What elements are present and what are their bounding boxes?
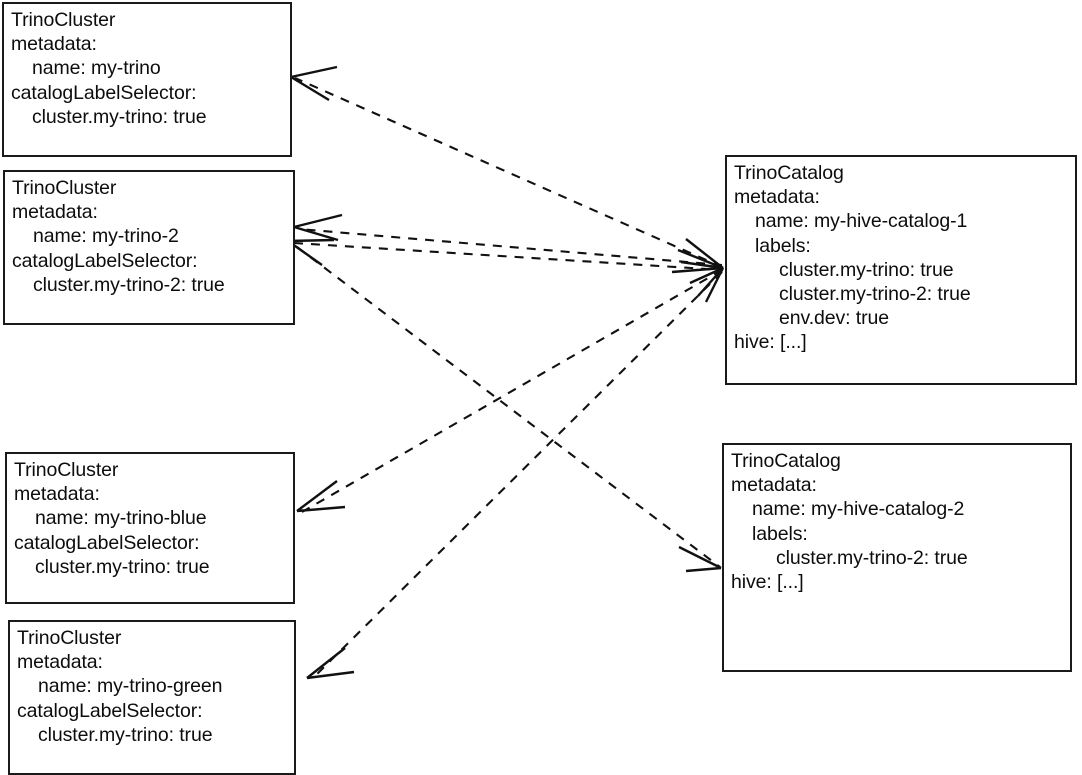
node-trinocluster-my-trino[interactable]: TrinoCluster metadata: name: my-trino ca…	[2, 2, 292, 157]
arrowhead-catalog-2	[678, 545, 722, 573]
edge-catalog1-to-my-trino-green	[311, 271, 723, 680]
node-line: metadata:	[731, 474, 817, 497]
node-line: TrinoCatalog	[734, 162, 844, 184]
node-line: name: my-trino-green	[38, 675, 223, 698]
node-line: cluster.my-trino-2: true	[33, 273, 225, 296]
node-trinocluster-my-trino-2[interactable]: TrinoCluster metadata: name: my-trino-2 …	[3, 170, 295, 325]
node-line: labels:	[755, 234, 811, 257]
node-line: TrinoCatalog	[731, 450, 841, 472]
node-line: cluster.my-trino: true	[35, 555, 210, 578]
node-line: hive: [...]	[731, 571, 804, 594]
node-line: env.dev: true	[779, 307, 889, 330]
node-line: metadata:	[14, 483, 100, 506]
arrowhead-my-trino-green	[306, 647, 355, 680]
edge-my-trino-2-to-catalog1	[293, 241, 724, 272]
node-line: name: my-hive-catalog-2	[752, 498, 965, 521]
node-line: cluster.my-trino: true	[32, 105, 207, 128]
node-line: TrinoCluster	[14, 459, 119, 481]
node-line: name: my-hive-catalog-1	[755, 210, 968, 233]
node-line: cluster.my-trino: true	[38, 723, 213, 746]
edge-catalog1-to-my-trino-2	[298, 227, 723, 267]
arrowhead-my-trino-2-upper	[293, 213, 343, 242]
node-line: catalogLabelSelector:	[12, 249, 198, 272]
arrowhead-my-trino	[290, 65, 338, 102]
node-line: TrinoCluster	[17, 627, 122, 649]
arrowhead-catalog-1	[671, 238, 725, 303]
node-line: cluster.my-trino: true	[779, 258, 954, 281]
node-trinocatalog-my-hive-catalog-1[interactable]: TrinoCatalog metadata: name: my-hive-cat…	[725, 155, 1077, 385]
node-line: name: my-trino-2	[33, 225, 179, 248]
node-line: catalogLabelSelector:	[11, 81, 197, 104]
node-line: name: my-trino-blue	[35, 507, 207, 530]
node-line: metadata:	[12, 201, 98, 224]
edge-my-trino-2-to-catalog2	[296, 246, 721, 568]
node-line: metadata:	[11, 33, 97, 56]
edge-catalog1-to-my-trino-blue	[301, 269, 723, 513]
node-line: labels:	[752, 522, 808, 545]
node-line: catalogLabelSelector:	[14, 531, 200, 554]
node-line: name: my-trino	[32, 57, 161, 80]
node-line: metadata:	[734, 186, 820, 209]
node-trinocatalog-my-hive-catalog-2[interactable]: TrinoCatalog metadata: name: my-hive-cat…	[722, 443, 1072, 672]
node-line: TrinoCluster	[11, 9, 116, 31]
node-line: cluster.my-trino-2: true	[779, 283, 971, 306]
node-line: metadata:	[17, 651, 103, 674]
node-trinocluster-my-trino-blue[interactable]: TrinoCluster metadata: name: my-trino-bl…	[5, 452, 295, 604]
node-line: catalogLabelSelector:	[17, 699, 203, 722]
arrowhead-my-trino-blue	[296, 480, 346, 513]
node-line: cluster.my-trino-2: true	[776, 546, 968, 569]
node-trinocluster-my-trino-green[interactable]: TrinoCluster metadata: name: my-trino-gr…	[8, 620, 296, 775]
node-line: TrinoCluster	[12, 177, 117, 199]
edge-catalog1-to-my-trino	[294, 77, 723, 268]
node-line: hive: [...]	[734, 331, 807, 354]
